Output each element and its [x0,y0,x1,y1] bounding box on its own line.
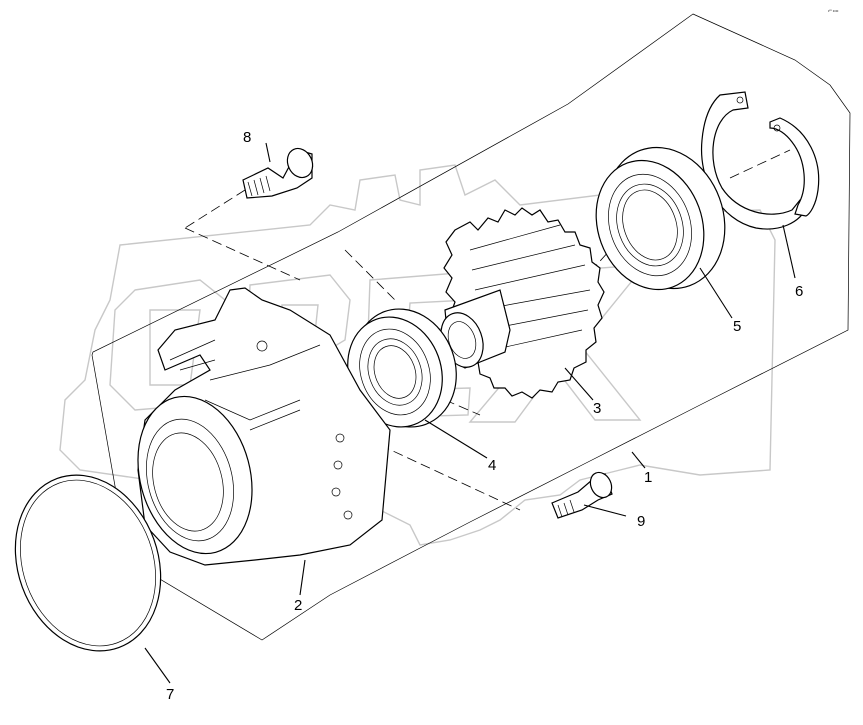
axis-line-bolt-8 [184,189,246,229]
callout-9: 9 [637,513,645,530]
callout-labels: 1 2 3 4 5 6 7 8 9 [166,129,803,703]
bolt-9 [551,471,613,519]
bolt-8 [242,147,314,199]
snap-ring-6 [700,91,820,230]
callout-3: 3 [593,400,601,417]
housing-2 [137,287,391,566]
callout-2: 2 [294,597,302,614]
callout-4: 4 [488,457,496,474]
gear-3 [440,207,605,399]
axis-line-upper [184,227,396,301]
corner-mark: •ᵐ •••• [828,8,839,13]
callout-7: 7 [166,686,174,703]
bearing-4 [347,308,457,428]
axis-line-lower [379,444,581,511]
assembly-boundary [91,13,851,641]
o-ring-7 [14,474,162,652]
callout-5: 5 [733,318,741,335]
leader-lines [144,142,796,684]
callout-8: 8 [243,129,251,146]
callout-6: 6 [795,283,803,300]
bearing-5 [595,146,726,291]
callout-1: 1 [644,469,652,486]
